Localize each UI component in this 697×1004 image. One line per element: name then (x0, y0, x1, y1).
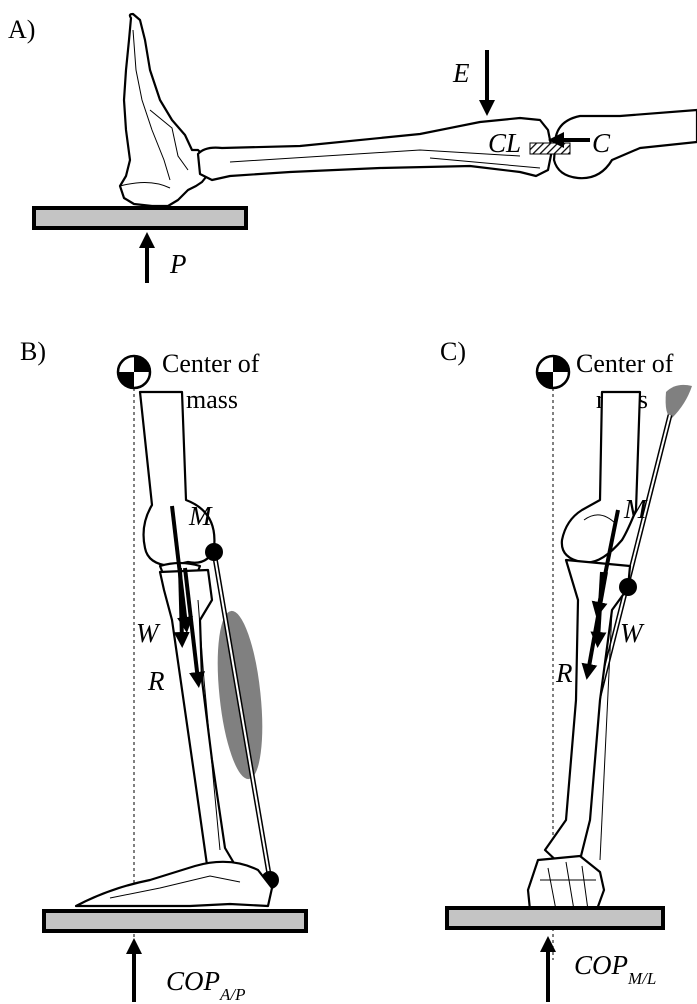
panel-c-label: C) (440, 337, 466, 366)
panel-c-muscle (666, 385, 692, 418)
panel-c-femur-bone (562, 392, 640, 563)
panel-c-cop-label: COPM/L (574, 950, 656, 988)
panel-c-com-label-line1: Center of (576, 349, 674, 378)
panel-b-label-m: M (188, 501, 213, 531)
panel-a-label-c: C (592, 128, 611, 158)
panel-a-label-p: P (169, 249, 187, 279)
panel-b-center-of-mass-symbol (118, 356, 150, 388)
panel-a-label-e: E (452, 58, 470, 88)
panel-a-label-cl: CL (488, 128, 521, 158)
panel-b-com-label-line1: Center of (162, 349, 260, 378)
panel-c-label-m: M (623, 494, 648, 524)
panel-a-femur-bone (554, 110, 697, 178)
panel-b-label-w: W (136, 618, 161, 648)
panel-b-label-r: R (147, 666, 165, 696)
panel-c-label-w: W (620, 618, 645, 648)
panel-a-label: A) (8, 15, 35, 44)
panel-b-force-plate (44, 911, 306, 931)
panel-c-label-r: R (555, 658, 573, 688)
panel-b-arrow-w (180, 568, 182, 640)
panel-b: B) Center of mass M W R (20, 337, 306, 1004)
panel-c-attachment-dot (619, 578, 637, 596)
panel-a-cruciate-ligament (530, 143, 570, 154)
panel-c-force-plate (447, 908, 663, 928)
panel-a: A) E CL C P (8, 14, 697, 283)
panel-a-force-plate (34, 208, 246, 228)
panel-b-foot-bone (76, 862, 272, 906)
panel-c-center-of-mass-symbol (537, 356, 569, 388)
panel-c: C) Center of mass M W R (440, 337, 692, 1002)
panel-b-attachment-dot-top (205, 543, 223, 561)
panel-c-tibia-bone (545, 560, 630, 864)
panel-b-com-label-line2: mass (186, 385, 238, 414)
panel-b-cop-label: COPA/P (166, 966, 246, 1004)
panel-b-label: B) (20, 337, 46, 366)
